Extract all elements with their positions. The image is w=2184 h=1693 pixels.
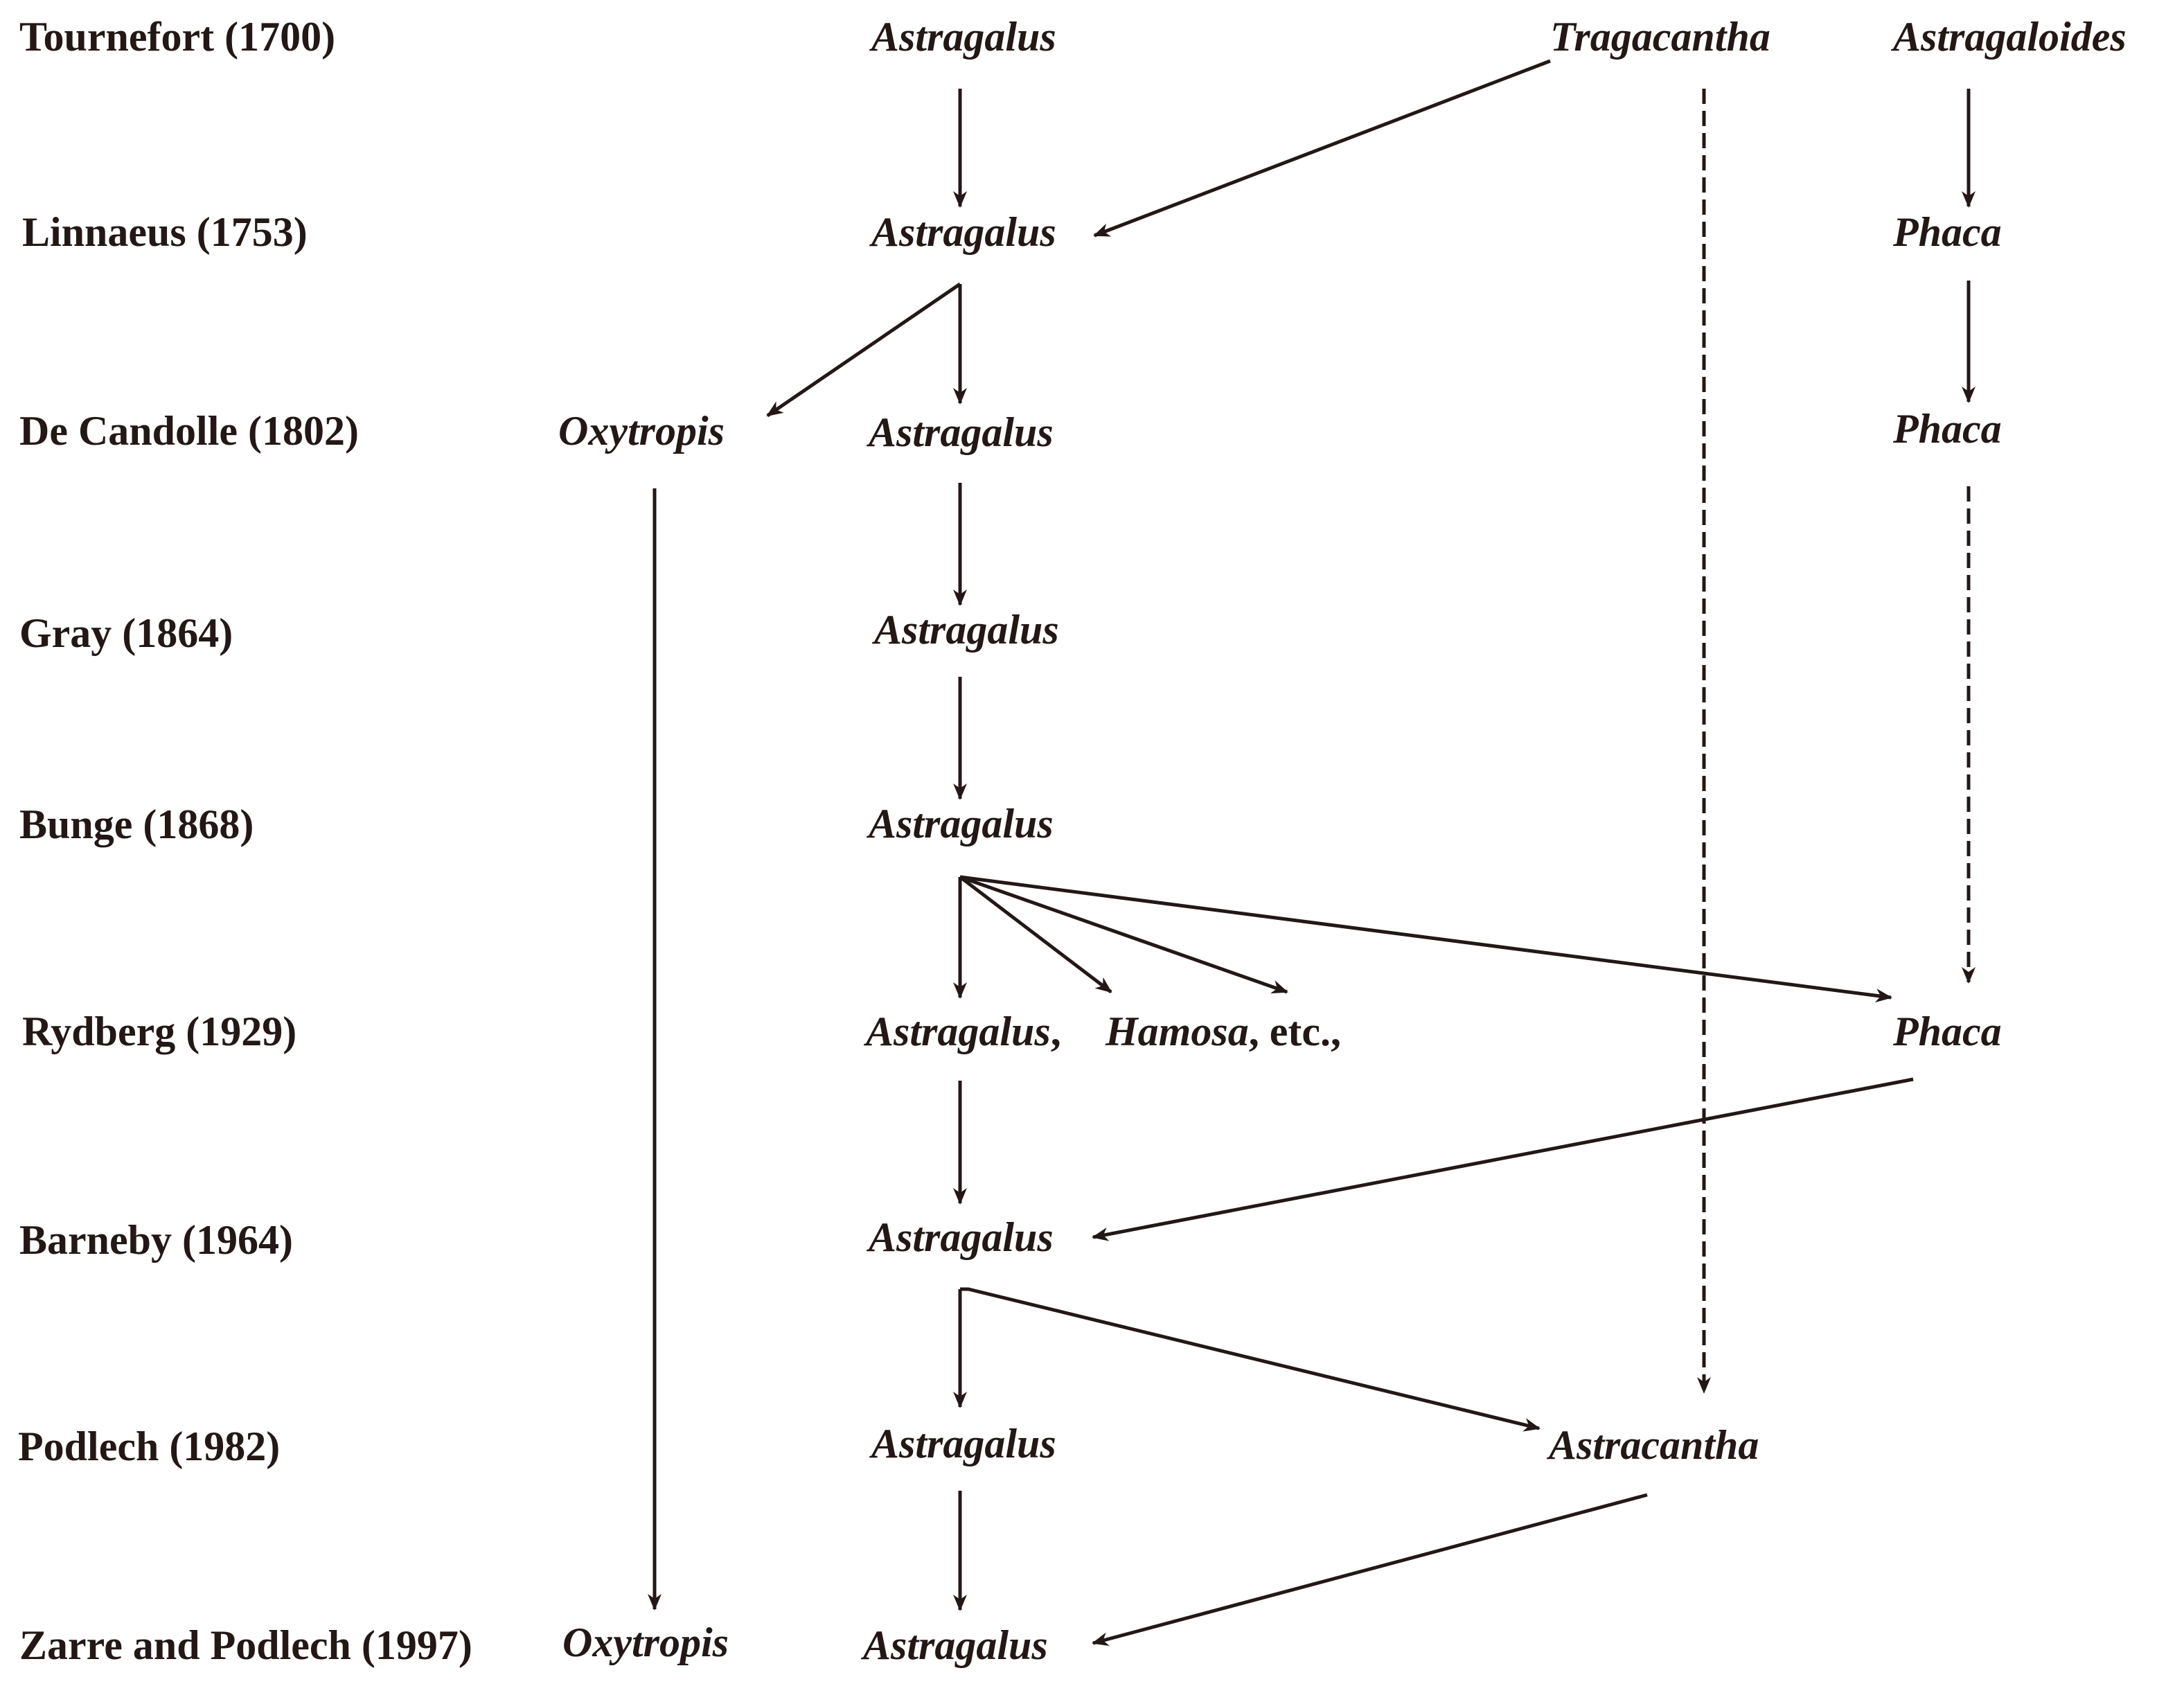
authority-de-candolle: De Candolle (1802) <box>19 408 359 454</box>
taxon-rydberg-astragalus: Astragalus <box>863 1009 1051 1054</box>
taxon-decandolle-astragalus: Astragalus <box>866 409 1054 455</box>
authority-zarre-podlech: Zarre and Podlech (1997) <box>19 1622 472 1668</box>
edge-tragacantha-to-linnaeus-astragalus <box>1093 59 1551 238</box>
authority-tournefort: Tournefort (1700) <box>19 14 335 60</box>
edge-astracantha-to-zarre-astragalus <box>1092 1493 1648 1646</box>
taxon-zarre-astragalus: Astragalus <box>860 1622 1048 1668</box>
taxon-decandolle-phaca: Phaca <box>1892 406 2002 452</box>
edge-bunge-to-etc <box>959 875 1288 994</box>
rydberg-genera-row: Astragalus, <box>863 1009 1061 1054</box>
taxon-decandolle-oxytropis: Oxytropis <box>558 408 725 454</box>
taxon-rydberg-etc: , etc., <box>1249 1009 1341 1054</box>
authority-rydberg: Rydberg (1929) <box>22 1009 296 1054</box>
edge-rydberg-phaca-to-barneby-astragalus <box>1092 1077 1914 1241</box>
rydberg-genera-row-2: Hamosa, etc., <box>1105 1009 1341 1054</box>
taxon-zarre-oxytropis: Oxytropis <box>562 1620 729 1665</box>
edge-barneby-to-astracantha <box>960 1287 1541 1432</box>
authority-linnaeus: Linnaeus (1753) <box>22 209 308 255</box>
taxon-gray-astragalus: Astragalus <box>871 607 1059 653</box>
taxon-rydberg-phaca: Phaca <box>1892 1009 2002 1054</box>
taxon-rydberg-hamosa: Hamosa <box>1105 1009 1249 1054</box>
authority-barneby: Barneby (1964) <box>19 1217 293 1263</box>
taxon-linnaeus-phaca: Phaca <box>1892 209 2002 255</box>
taxon-podlech-astracantha: Astracantha <box>1546 1422 1759 1468</box>
authority-podlech: Podlech (1982) <box>18 1424 280 1469</box>
edge-bunge-to-hamosa <box>959 876 1112 993</box>
authority-bunge: Bunge (1868) <box>19 801 254 847</box>
taxon-bunge-astragalus: Astragalus <box>866 801 1054 846</box>
taxon-tournefort-astragalus: Astragalus <box>869 14 1056 60</box>
taxon-tournefort-tragacantha: Tragacantha <box>1550 14 1770 60</box>
taxon-tournefort-astragaloides: Astragaloides <box>1890 14 2127 60</box>
taxon-linnaeus-astragalus: Astragalus <box>869 209 1056 255</box>
edge-bunge-to-rydberg-phaca <box>959 875 1892 1003</box>
rydberg-separator: , <box>1051 1009 1061 1054</box>
taxon-podlech-astragalus: Astragalus <box>869 1421 1056 1466</box>
authority-gray: Gray (1864) <box>19 610 233 656</box>
taxon-barneby-astragalus: Astragalus <box>866 1214 1054 1260</box>
edges-group <box>648 59 1976 1646</box>
edge-linnaeus-astragalus-to-oxytropis <box>766 282 961 418</box>
